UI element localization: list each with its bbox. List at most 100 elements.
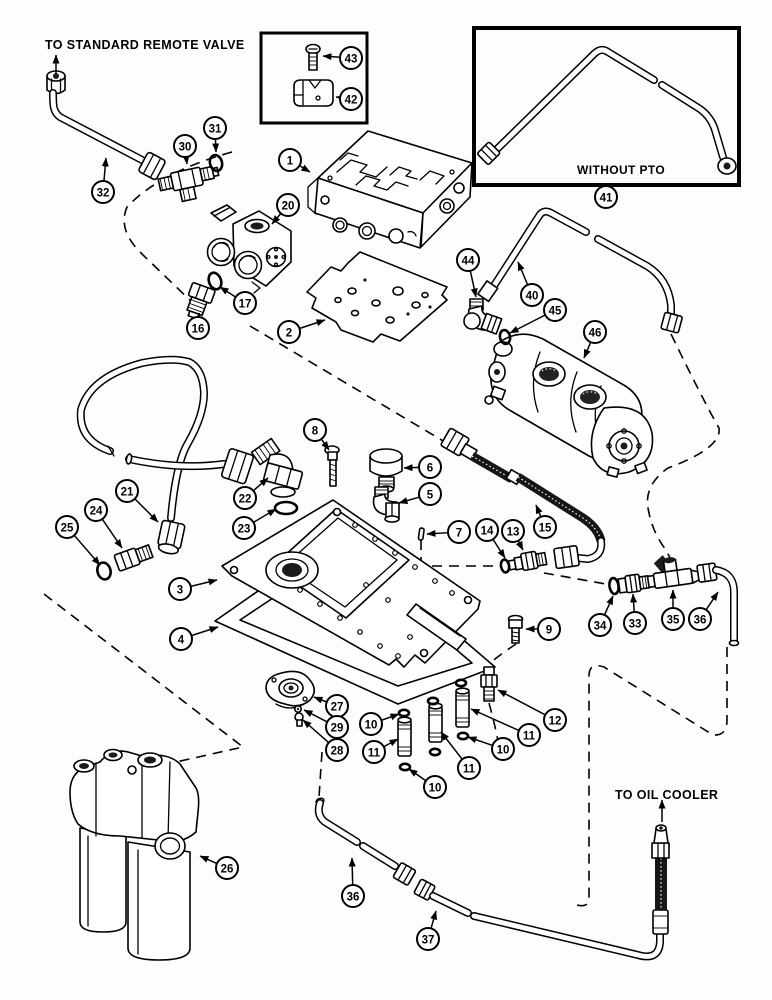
callout-30-leader: [182, 155, 190, 165]
callout-8-number: 8: [312, 425, 319, 437]
callout-29-number: 29: [331, 722, 344, 734]
callout-26-circle: [215, 856, 239, 880]
callout-36-leader: [348, 857, 356, 886]
callout-24-number: 24: [90, 505, 103, 517]
callout-29-leader: [303, 709, 328, 723]
callout-1-circle: [278, 148, 302, 172]
callout-2-circle: [277, 320, 301, 344]
callout-35-number: 35: [667, 614, 680, 626]
callout-11-leader: [440, 731, 463, 760]
callout-27-number: 27: [331, 701, 344, 713]
callout-2: 2: [277, 320, 301, 344]
part-20-valve-block: [206, 204, 292, 294]
callout-17: 17: [233, 291, 257, 315]
part-36-tube-right: [696, 562, 740, 647]
callout-balloons: 3230314342120217164144404546212425222386…: [55, 46, 712, 951]
label-to-oil-cooler: TO OIL COOLER: [615, 788, 718, 802]
callout-34-leader: [603, 595, 614, 616]
part-40-tube: [477, 207, 683, 334]
part-21-tube-assembly: [76, 355, 255, 555]
callout-6-circle: [418, 455, 442, 479]
callout-40: 40: [520, 283, 544, 307]
callout-11-leader: [383, 738, 399, 748]
callout-10-circle: [491, 737, 515, 761]
callout-21-leader: [134, 498, 159, 523]
part-22-elbow-fitting: [250, 437, 304, 498]
callout-5: 5: [418, 482, 442, 506]
callout-1-leader: [299, 164, 311, 173]
part-27-flange: [265, 670, 316, 709]
callout-41-circle: [594, 185, 618, 209]
callout-20-number: 20: [282, 200, 295, 212]
callout-32: 32: [91, 180, 115, 204]
callout-42: 42: [339, 87, 363, 111]
callout-10: 10: [423, 775, 447, 799]
part-11-tube-right: [455, 687, 470, 728]
callout-8: 8: [303, 418, 327, 442]
callout-16-circle: [186, 316, 210, 340]
callout-4-number: 4: [178, 634, 185, 646]
callout-23-circle: [232, 516, 256, 540]
callout-36-number: 36: [347, 891, 360, 903]
callout-37-leader: [430, 910, 438, 929]
callout-30-circle: [173, 134, 197, 158]
callout-27-leader: [313, 696, 328, 704]
callout-5-number: 5: [427, 489, 434, 501]
callout-43-number: 43: [345, 53, 358, 65]
callout-24: 24: [84, 498, 108, 522]
callout-46-circle: [583, 320, 607, 344]
part-11-tube-middle: [428, 702, 443, 743]
callout-32-leader: [101, 157, 109, 182]
callout-16: 16: [186, 316, 210, 340]
callout-45-leader: [509, 314, 546, 334]
callout-27: 27: [325, 694, 349, 718]
callout-12-circle: [543, 708, 567, 732]
callout-44-circle: [456, 248, 480, 272]
callout-3-number: 3: [177, 584, 183, 596]
callout-15-leader: [535, 504, 543, 518]
callout-10: 10: [359, 712, 383, 736]
callout-10-leader: [467, 736, 493, 747]
label-to-standard-remote-valve: TO STANDARD REMOTE VALVE: [45, 38, 245, 52]
part-35-tee-fitting: [646, 555, 702, 589]
callout-22-circle: [233, 486, 257, 510]
part-10-orings: [397, 678, 470, 772]
callout-44: 44: [456, 248, 480, 272]
callout-11-number: 11: [463, 763, 476, 775]
part-31-oring: [208, 153, 224, 173]
part-5-elbow-fitting: [372, 486, 400, 523]
callout-37: 37: [416, 927, 440, 951]
part-17-oring: [207, 271, 223, 291]
callout-24-leader: [101, 518, 123, 549]
callout-5-leader: [398, 496, 420, 504]
callout-33-circle: [623, 611, 647, 635]
callout-20: 20: [276, 193, 300, 217]
callout-11-leader: [470, 708, 520, 732]
callout-36: 36: [341, 884, 365, 908]
callout-10-circle: [359, 712, 383, 736]
callout-14-leader: [492, 538, 506, 559]
callout-40-circle: [520, 283, 544, 307]
callout-11: 11: [457, 756, 481, 780]
callout-24-circle: [84, 498, 108, 522]
callout-3-leader: [190, 578, 218, 588]
part-7-pin: [417, 527, 425, 541]
callout-12-leader: [497, 689, 546, 716]
callout-8-leader: [320, 438, 330, 451]
callout-4-leader: [191, 626, 219, 637]
callout-46-number: 46: [589, 327, 602, 339]
callout-44-number: 44: [462, 255, 475, 267]
callout-23-leader: [253, 508, 277, 524]
callout-8-circle: [303, 418, 327, 442]
callout-31-number: 31: [209, 123, 222, 135]
callout-45-circle: [543, 298, 567, 322]
assembly-dashed-lines: [43, 151, 728, 907]
callout-7: 7: [447, 520, 471, 544]
callout-34: 34: [588, 613, 612, 637]
part-29-washer: [293, 704, 302, 713]
callout-13: 13: [501, 519, 525, 543]
screw-clamp-inset-box: [259, 31, 369, 125]
